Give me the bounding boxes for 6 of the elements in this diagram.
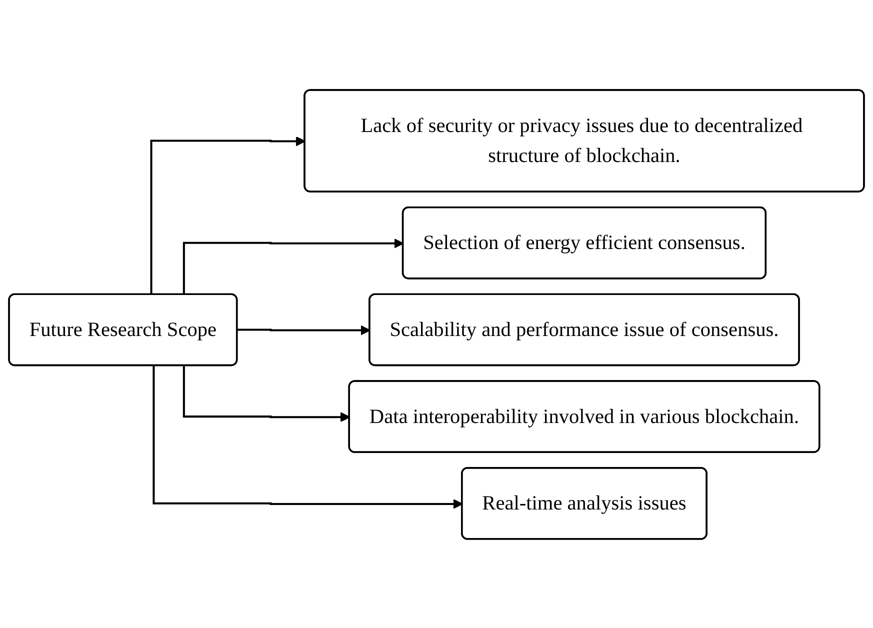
- arrow: [182, 365, 350, 422]
- arrow: [150, 136, 306, 294]
- arrow: [182, 238, 404, 294]
- diagram: Future Research Scope Lack of security or privacy issues due to decentralized structure of blockchain. Selection of energy efficient consensus. Scalability and performance issue of consensus. Data interoperability involved in various blockchain. Real-time analysis issues: [0, 80, 873, 548]
- arrow: [236, 324, 370, 335]
- arrow: [152, 365, 463, 508]
